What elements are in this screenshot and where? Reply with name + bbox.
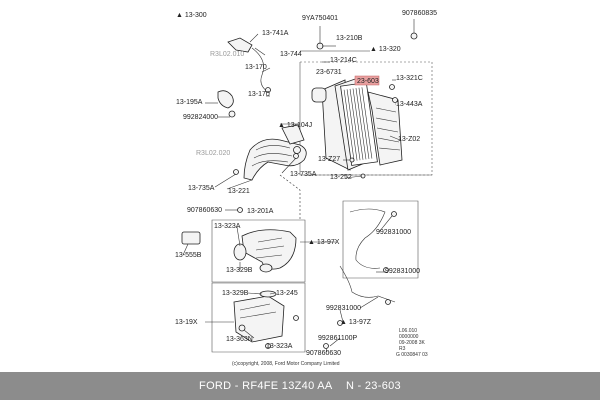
air-filter-element-highlighted bbox=[340, 82, 378, 166]
label-13-555b: 13-555B bbox=[175, 252, 202, 259]
label-13-201a: 13-201A bbox=[247, 208, 274, 215]
footer-separator-dash: - bbox=[231, 380, 243, 392]
label-13-741a: 13-741A bbox=[262, 30, 289, 37]
breather-hoses bbox=[337, 208, 397, 326]
lower-resonator-group-frame bbox=[211, 282, 306, 353]
label-992831000-mid: 992831000 bbox=[385, 268, 420, 275]
label-13-735a-left: 13-735A bbox=[188, 185, 215, 192]
label-13-z27: 13-Z27 bbox=[318, 156, 340, 163]
label-23-6731: 23-6731 bbox=[316, 69, 342, 76]
label-13-97z: ▲ 13-97Z bbox=[340, 319, 372, 326]
label-13-323a-upper: 13-323A bbox=[214, 223, 241, 230]
footer-gap bbox=[333, 380, 346, 392]
label-13-443a: 13-443A bbox=[396, 101, 423, 108]
intake-duct bbox=[233, 124, 307, 181]
label-907860630-lower: 907860630 bbox=[306, 350, 341, 357]
label-13-363n: 13-363N bbox=[226, 336, 253, 343]
label-13-329b-upper: 13-329B bbox=[226, 267, 253, 274]
label-13-19x: 13-19X bbox=[175, 319, 198, 326]
label-13-245: 13-245 bbox=[276, 290, 298, 297]
label-r3l02-020: R3L02.020 bbox=[196, 150, 230, 157]
label-13-170-upper: 13-170 bbox=[245, 64, 267, 71]
label-13-320: ▲ 13-320 bbox=[370, 46, 401, 53]
copyright-text: (c)copyright, 2008, Ford Motor Company L… bbox=[232, 361, 340, 367]
upper-hoses bbox=[217, 32, 418, 118]
footer-model: RF4FE 13Z40 AA bbox=[242, 380, 333, 392]
label-992831000-top: 992831000 bbox=[376, 229, 411, 236]
info-line-3: 09-2008 3K bbox=[399, 340, 426, 346]
label-13-300: ▲ 13-300 bbox=[176, 12, 207, 19]
label-13-104j: ▲ 13-104J bbox=[278, 122, 312, 129]
label-13-170-lower: 13-170 bbox=[248, 91, 270, 98]
info-line-5: G 0030847 03 bbox=[396, 352, 428, 358]
footer-n: N bbox=[345, 380, 355, 392]
footer-bar: FORD - RF4FE 13Z40 AA N - 23-603 bbox=[0, 372, 600, 400]
resonator-group-frame bbox=[211, 219, 306, 283]
info-line-2: 0000000 bbox=[399, 334, 419, 340]
guide-line bbox=[279, 174, 301, 220]
info-line-4: R3 bbox=[399, 346, 406, 352]
label-13-321c: 13-321C bbox=[396, 75, 423, 82]
label-13-z02: 13-Z02 bbox=[398, 136, 420, 143]
label-13-329b-lower: 13-329B bbox=[222, 290, 249, 297]
footer-brand: FORD bbox=[199, 380, 232, 392]
label-992831000-low: 992831000 bbox=[326, 305, 361, 312]
label-992824000: 992824000 bbox=[183, 114, 218, 121]
parts-diagram: ▲ 13-300 9YA750401 907860835 13-741A 13-… bbox=[175, 10, 437, 367]
label-13-735a-right: 13-735A bbox=[290, 171, 317, 178]
lower-resonator-box bbox=[233, 290, 329, 349]
label-9ya750401: 9YA750401 bbox=[302, 15, 338, 22]
label-13-221: 13-221 bbox=[228, 188, 250, 195]
label-13-195a: 13-195A bbox=[176, 99, 203, 106]
label-13-323a-lower: 13-323A bbox=[266, 343, 293, 350]
label-13-214c: 13-214C bbox=[330, 57, 357, 64]
label-13-744: 13-744 bbox=[280, 51, 302, 58]
label-23-603: 23-603 bbox=[357, 78, 379, 85]
info-line-1: L06.010 bbox=[399, 328, 417, 334]
breather-hose-group-frame bbox=[342, 200, 419, 279]
label-13-252: 13-252 bbox=[330, 174, 352, 181]
footer-part-number: 23-603 bbox=[364, 380, 401, 392]
resonator-assembly bbox=[181, 207, 297, 273]
label-907860835: 907860835 bbox=[402, 10, 437, 17]
label-r3l02-010: R3L02.010 bbox=[210, 51, 244, 58]
air-filter-housing bbox=[311, 77, 403, 179]
label-13-210b: 13-210B bbox=[336, 35, 363, 42]
footer-separator-dash-2: - bbox=[354, 380, 365, 392]
upper-housing-frame bbox=[299, 62, 432, 176]
highlight-23-603 bbox=[354, 75, 380, 86]
label-13-97x: ▲ 13-97X bbox=[308, 239, 340, 246]
leader-lines bbox=[182, 19, 415, 353]
label-992861100p: 992861100P bbox=[318, 335, 358, 342]
label-907860630-upper: 907860630 bbox=[187, 207, 222, 214]
